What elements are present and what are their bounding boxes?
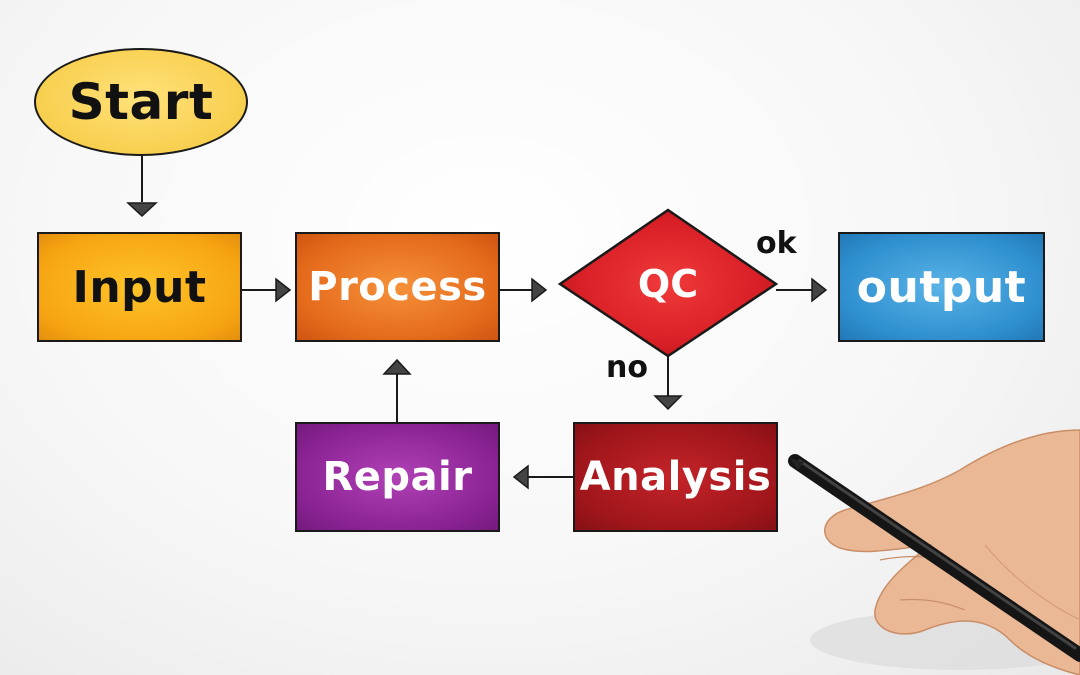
hand-with-pen-illustration	[788, 429, 1080, 675]
output-node-label: output	[856, 261, 1027, 313]
start-node: Start	[34, 48, 248, 156]
arrow-analysis-to-repair	[512, 464, 573, 490]
arrow-qc-to-analysis	[653, 356, 683, 411]
arrow-start-to-input	[126, 156, 158, 218]
input-node-label: Input	[72, 261, 207, 313]
qc-node-label: QC	[637, 262, 699, 306]
arrow-repair-to-process	[382, 358, 412, 422]
analysis-node-label: Analysis	[579, 454, 772, 500]
analysis-node: Analysis	[573, 422, 778, 532]
process-node: Process	[295, 232, 500, 342]
arrow-input-to-process	[242, 277, 292, 303]
arrow-process-to-qc	[500, 277, 548, 303]
edge-label-ok: ok	[756, 226, 797, 261]
process-node-label: Process	[308, 264, 487, 310]
output-node: output	[838, 232, 1045, 342]
repair-node: Repair	[295, 422, 500, 532]
repair-node-label: Repair	[322, 454, 473, 500]
arrow-qc-to-output	[776, 277, 828, 303]
start-node-label: Start	[68, 73, 214, 131]
input-node: Input	[37, 232, 242, 342]
edge-label-no: no	[606, 350, 648, 385]
